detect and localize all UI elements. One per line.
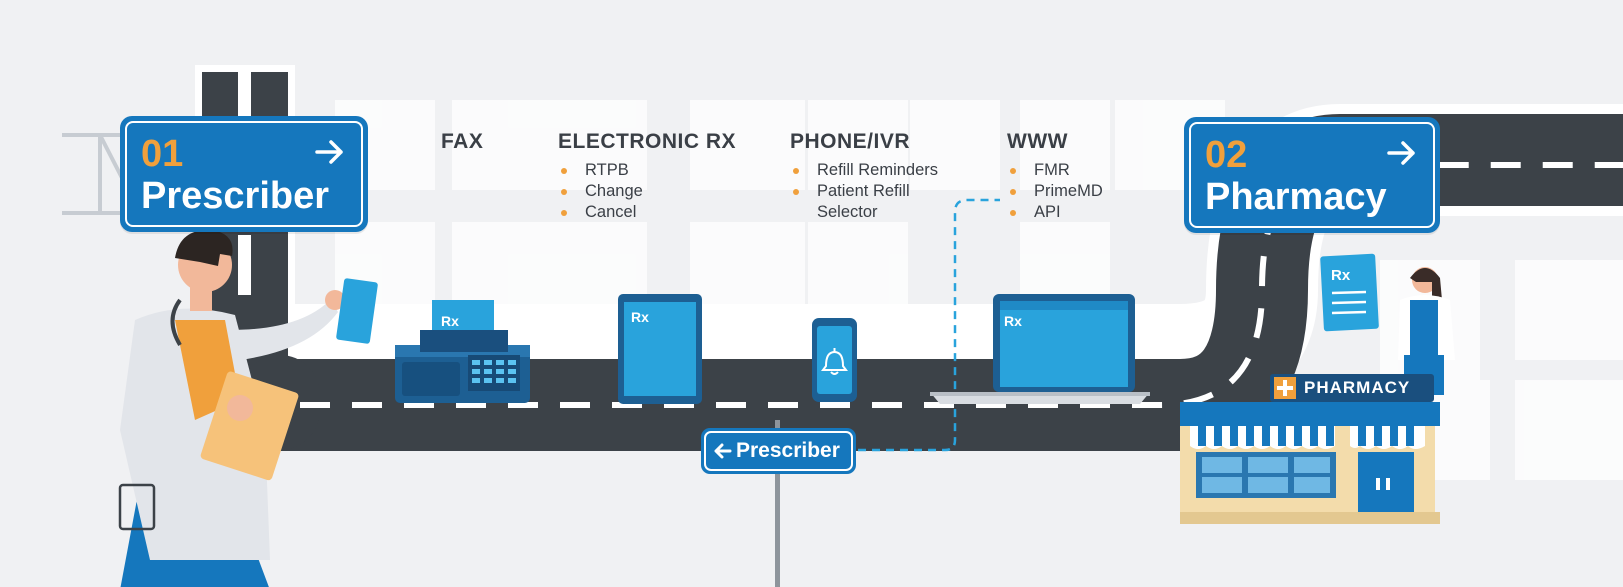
bullet-icon	[561, 168, 567, 174]
direction-sign-label: Prescriber	[736, 439, 840, 462]
channel-item-label: Refill Reminders	[817, 161, 939, 179]
prescriber-sign-frame: 01 Prescriber	[125, 121, 363, 227]
bullet-icon	[1010, 168, 1016, 174]
channel-items: RTPB Change Cancel	[558, 160, 736, 223]
channel-item-label: Patient Refill Selector	[817, 182, 910, 221]
channel-items: Refill Reminders Patient Refill Selector	[790, 160, 970, 223]
bullet-icon	[1010, 210, 1016, 216]
bullet-icon	[1010, 189, 1016, 195]
prescriber-sign: 01 Prescriber	[120, 116, 368, 232]
channel-item-label: FMR	[1034, 161, 1070, 179]
arrow-left-icon	[714, 443, 732, 459]
channel-item: Change	[558, 181, 736, 202]
pharmacy-cross-icon	[1274, 377, 1296, 399]
network-connector	[858, 198, 1000, 452]
channel-item: API	[1007, 202, 1103, 223]
channel-heading: PHONE/IVR	[790, 130, 911, 153]
laptop-device	[930, 294, 1150, 404]
pharmacy-banner-label: PHARMACY	[1304, 378, 1411, 397]
direction-sign-frame: Prescriber	[704, 431, 853, 471]
doctor-figure	[118, 229, 378, 587]
arrow-right-icon	[1387, 141, 1415, 165]
channel-items: FMR PrimeMD API	[1007, 160, 1103, 223]
pharmacy-sign-frame: 02 Pharmacy	[1189, 122, 1435, 228]
pharmacy-store-banner: PHARMACY	[1270, 374, 1434, 402]
prescriber-direction-sign: Prescriber	[701, 428, 856, 474]
pharmacy-sign-title: Pharmacy	[1205, 176, 1387, 218]
channel-item-label: RTPB	[585, 161, 629, 179]
channel-heading: FAX	[441, 130, 484, 153]
bullet-icon	[561, 210, 567, 216]
arrow-right-icon	[315, 140, 343, 164]
channel-electronic-rx: ELECTRONIC RX RTPB Change Cancel	[558, 130, 736, 223]
prescriber-sign-title: Prescriber	[141, 175, 330, 217]
pharmacist-doc-rx-label: Rx	[1331, 267, 1351, 284]
channel-item: FMR	[1007, 160, 1103, 181]
pharmacy-sign: 02 Pharmacy	[1184, 117, 1440, 233]
tablet-device	[618, 294, 702, 404]
channel-item: Refill Reminders	[790, 160, 970, 181]
channel-item-label: PrimeMD	[1034, 182, 1103, 200]
channel-heading: ELECTRONIC RX	[558, 130, 737, 153]
channel-phone-ivr: PHONE/IVR Refill Reminders Patient Refil…	[790, 130, 970, 223]
bullet-icon	[793, 168, 799, 174]
channel-item-label: Change	[585, 182, 643, 200]
phone-device	[812, 318, 857, 402]
pharmacy-sign-number: 02	[1205, 134, 1248, 176]
channel-item-label: Cancel	[585, 203, 637, 221]
fax-machine	[395, 300, 530, 403]
channel-item: Patient Refill Selector	[790, 181, 970, 223]
bullet-icon	[561, 189, 567, 195]
channel-www: WWW FMR PrimeMD API	[1007, 130, 1103, 223]
tablet-rx-label: Rx	[631, 309, 649, 325]
channel-fax: FAX	[441, 130, 483, 160]
laptop-rx-label: Rx	[1004, 313, 1022, 329]
fax-rx-label: Rx	[441, 313, 459, 329]
channel-item-label: API	[1034, 203, 1061, 221]
channel-item: PrimeMD	[1007, 181, 1103, 202]
bell-icon	[821, 348, 848, 375]
pharmacist-document	[1320, 253, 1379, 332]
channel-item: RTPB	[558, 160, 736, 181]
bullet-icon	[793, 189, 799, 195]
prescriber-sign-number: 01	[141, 133, 184, 175]
channel-heading: WWW	[1007, 130, 1068, 153]
pharmacy-building	[1180, 402, 1440, 524]
channel-item: Cancel	[558, 202, 736, 223]
